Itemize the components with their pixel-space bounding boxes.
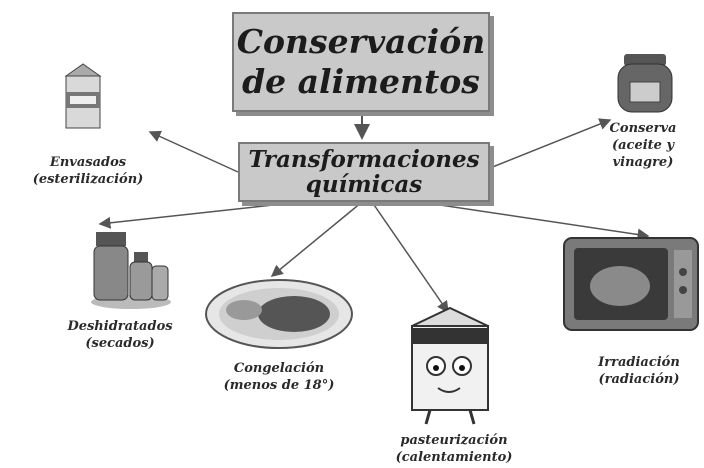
title-line-1: Conservación	[236, 22, 486, 61]
title-line-2: de alimentos	[242, 62, 480, 101]
congelacion-detail: (menos de 18°)	[223, 378, 335, 393]
jar-icon	[617, 54, 673, 113]
arrow-to-envasados	[148, 130, 239, 173]
irradiacion-detail: (radiación)	[598, 372, 680, 387]
subtitle-line-1: Transformaciones	[248, 146, 480, 173]
subtitle-line-2: químicas	[305, 171, 423, 198]
frozen-meal-plate-icon	[205, 279, 353, 349]
label-conserva: Conserva (aceite y vinagre)	[598, 120, 688, 171]
arrow-to-congelacion	[270, 201, 363, 277]
subtitle-box: Transformaciones químicas	[238, 142, 490, 202]
title-box: Conservación de alimentos	[232, 12, 490, 112]
milk-carton-icon	[64, 63, 102, 129]
label-congelacion: Congelación (menos de 18°)	[204, 360, 354, 394]
pasteurizacion-detail: (calentamiento)	[395, 450, 513, 465]
label-envasados: Envasados (esterilización)	[18, 154, 158, 188]
envasados-detail: (esterilización)	[32, 172, 144, 187]
arrow-to-irradiacion	[419, 201, 650, 241]
conserva-detail-1: (aceite y	[611, 138, 675, 153]
label-irradiacion: Irradiación (radiación)	[578, 354, 700, 388]
label-pasteurizacion: pasteurización (calentamiento)	[374, 432, 534, 466]
irradiacion-title: Irradiación	[598, 355, 680, 370]
pasteurizacion-title: pasteurización	[400, 433, 508, 448]
arrow-to-conserva	[489, 118, 612, 169]
congelacion-title: Congelación	[233, 361, 325, 376]
envasados-title: Envasados	[49, 155, 127, 170]
conserva-title: Conserva	[609, 121, 677, 136]
microwave-oven-icon	[563, 237, 699, 331]
conserva-detail-2: vinagre)	[612, 155, 674, 170]
dried-food-jars-icon	[91, 232, 171, 309]
arrow-to-pasteurizacion	[371, 201, 449, 314]
deshidratados-detail: (secados)	[85, 336, 155, 351]
arrow-to-deshidratados	[98, 201, 301, 229]
deshidratados-title: Deshidratados	[67, 319, 173, 334]
milk-carton-character-icon	[411, 306, 489, 425]
label-deshidratados: Deshidratados (secados)	[50, 318, 190, 352]
